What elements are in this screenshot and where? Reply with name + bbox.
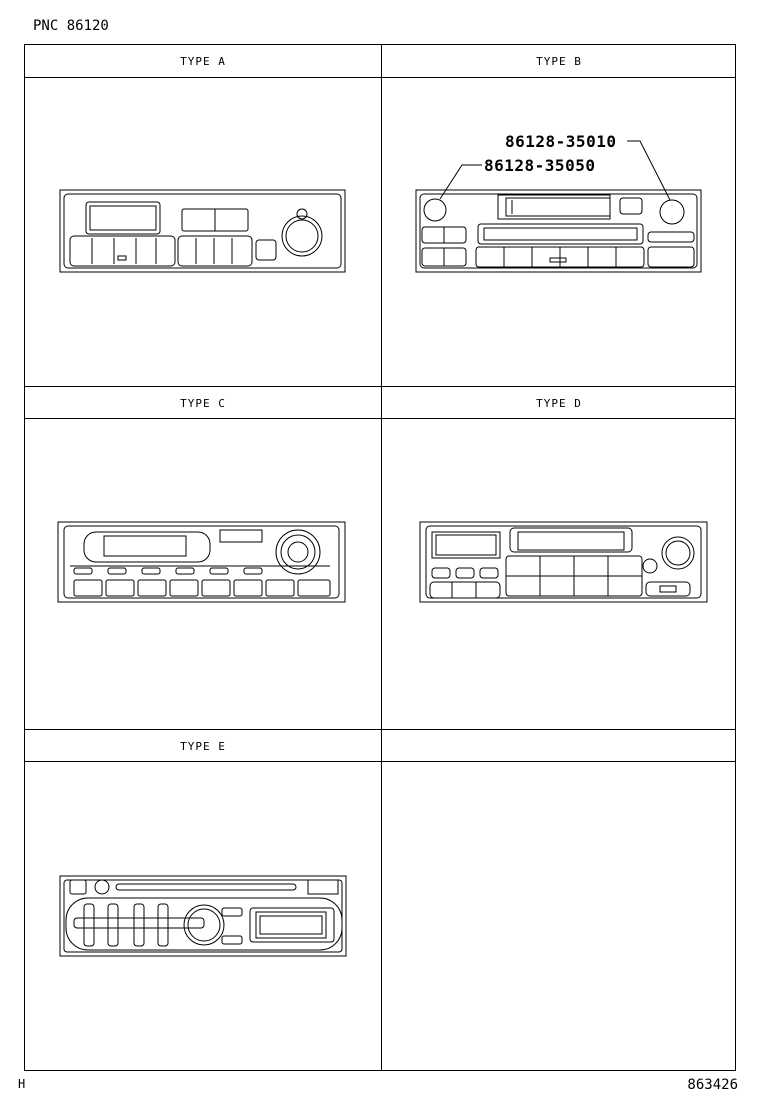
radio-type-a	[59, 189, 346, 273]
leader-line	[439, 164, 482, 200]
drawing-number: 863426	[687, 1077, 738, 1093]
pnc-label: PNC 86120	[33, 18, 109, 34]
grid-divider	[25, 729, 735, 730]
radio-type-e	[59, 875, 347, 957]
grid-divider	[25, 418, 735, 419]
cell-title-type-d: TYPE D	[536, 396, 582, 410]
leader-line	[627, 140, 671, 201]
radio-type-c	[57, 521, 346, 603]
cell-title-type-b: TYPE B	[536, 54, 582, 68]
footer-code: H	[18, 1077, 26, 1091]
cell-title-type-a: TYPE A	[180, 54, 226, 68]
type-grid: TYPE A TYPE B TYPE C TYPE D TYPE E	[24, 44, 736, 1071]
grid-vertical-divider	[381, 45, 382, 1070]
part-number-35010: 86128-35010	[505, 132, 617, 151]
cell-title-type-e: TYPE E	[180, 739, 226, 753]
radio-type-d	[419, 521, 708, 603]
grid-divider	[25, 77, 735, 78]
part-number-35050: 86128-35050	[484, 156, 596, 175]
radio-type-b	[415, 140, 702, 273]
cell-title-type-c: TYPE C	[180, 396, 226, 410]
grid-divider	[25, 761, 735, 762]
grid-divider	[25, 386, 735, 387]
